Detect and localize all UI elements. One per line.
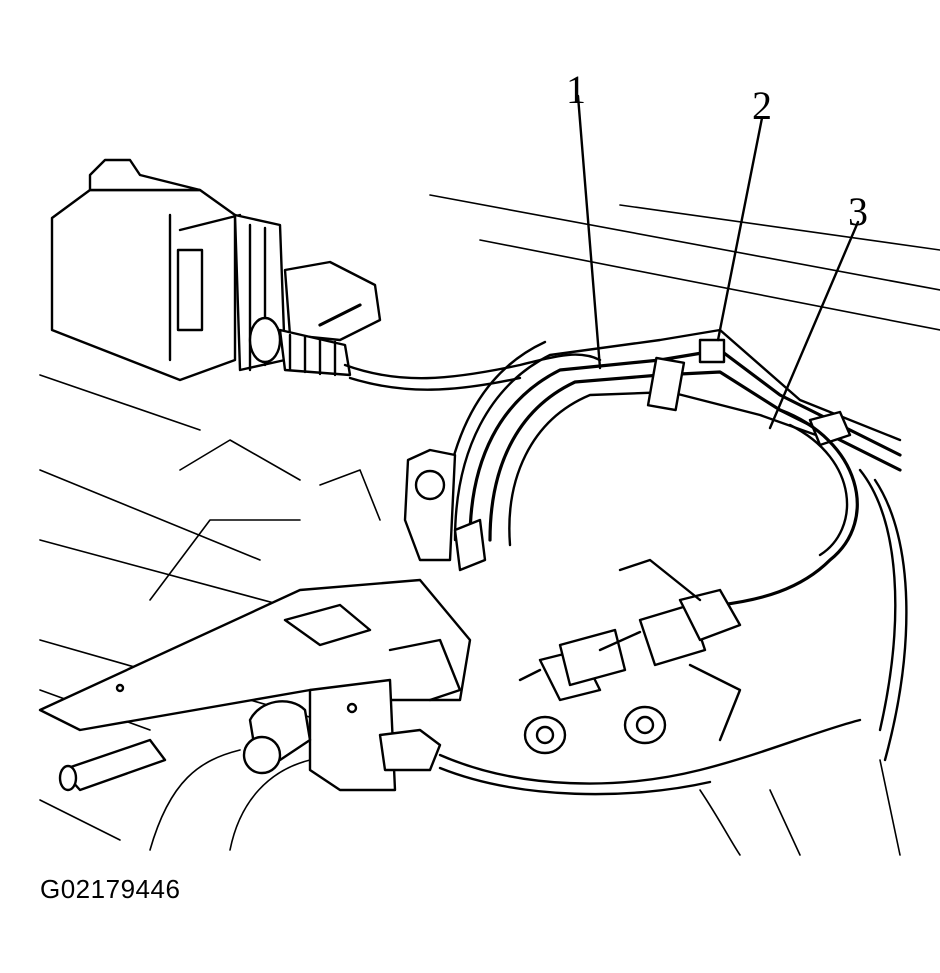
brake-line-diagram [38, 94, 940, 856]
callout-3: 3 [848, 189, 868, 234]
lower-frame-lines [39, 439, 901, 856]
callout-2: 2 [752, 83, 772, 128]
callout-1: 1 [566, 67, 586, 112]
crossmember [38, 578, 472, 792]
brake-line-bundle [438, 328, 908, 762]
body-panel-lines [39, 194, 940, 731]
wire-harness [343, 353, 602, 380]
abs-modulator [50, 158, 382, 382]
mounting-bracket [403, 448, 487, 572]
fittings-lower-left [58, 700, 862, 796]
figure-id: G02179446 [40, 874, 181, 904]
brake-fittings-center [518, 558, 742, 755]
callout-leaders [576, 94, 860, 430]
